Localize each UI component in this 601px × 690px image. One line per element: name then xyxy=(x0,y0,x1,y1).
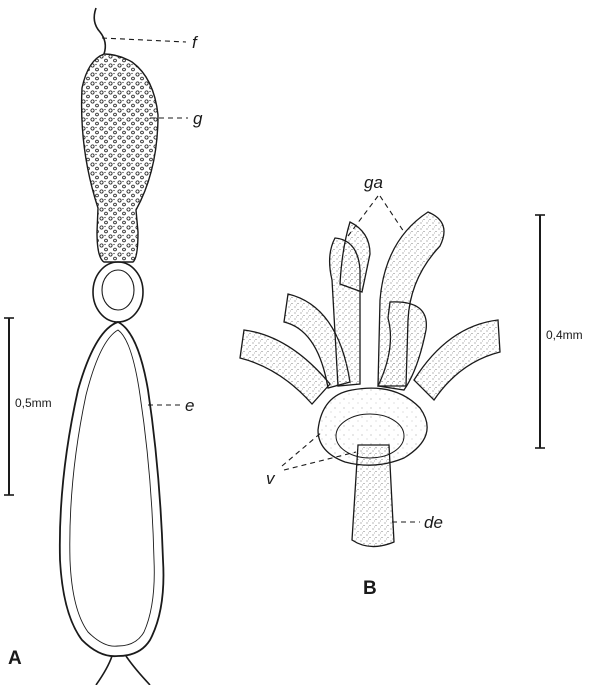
scale-label-b: 0,4mm xyxy=(546,328,583,342)
leader-v-upper xyxy=(282,432,322,466)
label-f: f xyxy=(192,33,199,52)
granular-head-g xyxy=(82,54,158,262)
panel-b: ga v de 0,4mm B xyxy=(240,173,583,599)
leader-ga-right xyxy=(380,196,404,232)
panel-a: f g e 0,5mm A xyxy=(4,8,203,685)
panel-label-b: B xyxy=(363,578,377,599)
label-de: de xyxy=(424,513,443,532)
label-e: e xyxy=(185,396,194,415)
panel-label-a: A xyxy=(8,648,22,669)
neck-ring xyxy=(93,262,143,322)
vesicle-tail xyxy=(96,656,150,685)
label-g: g xyxy=(193,109,203,128)
gland-arm-tip-ga xyxy=(340,222,370,292)
neck-ring-inner xyxy=(102,270,134,310)
label-ga: ga xyxy=(364,173,383,192)
central-body xyxy=(318,388,427,465)
vesicle-e xyxy=(60,322,164,656)
leader-f xyxy=(102,38,186,42)
label-v: v xyxy=(266,469,276,488)
scale-label-a: 0,5mm xyxy=(15,396,52,410)
gland-arm-outer-right xyxy=(414,320,500,400)
flagellum-f xyxy=(94,8,105,54)
